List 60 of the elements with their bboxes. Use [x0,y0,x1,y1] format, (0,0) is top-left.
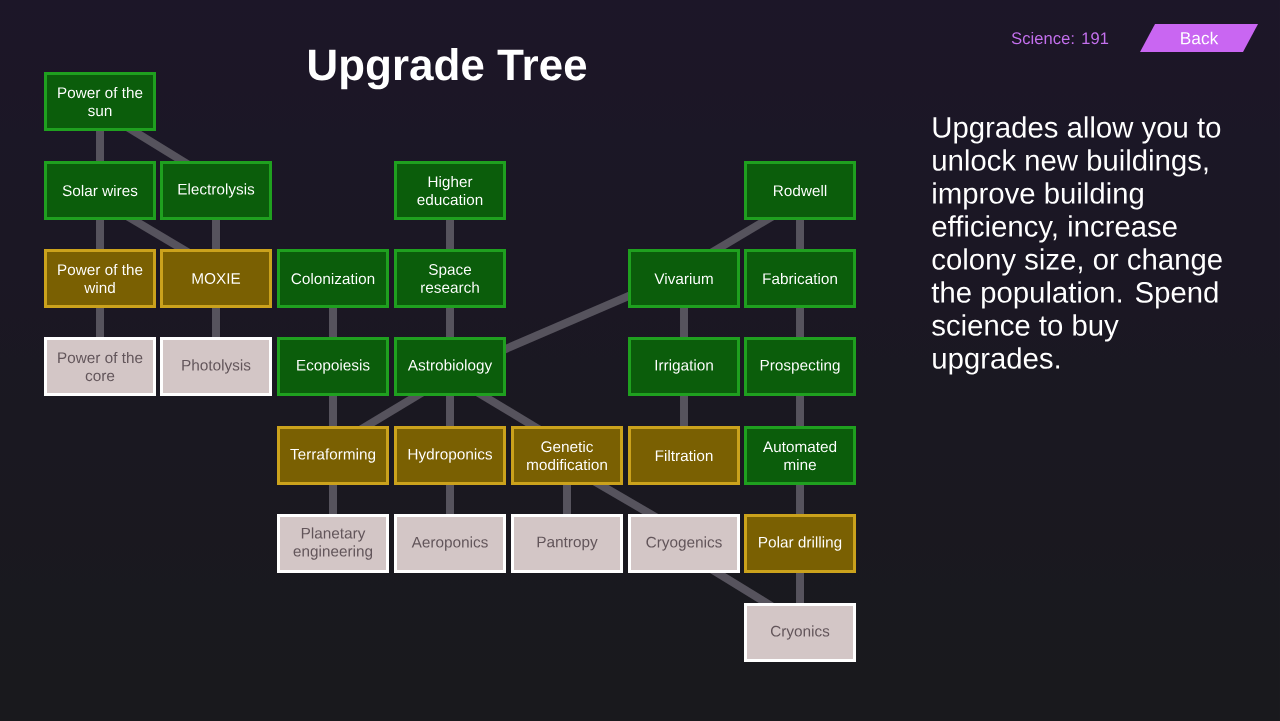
connector-line [124,220,192,249]
connector-line [212,308,220,337]
connector-line [796,396,804,426]
connector-line [680,396,688,426]
connector-line [796,573,804,603]
connector-line [796,485,804,514]
upgrade-box: Aeroponics [394,514,506,573]
upgrade-box: Space research [394,249,506,308]
upgrade-box: Higher education [394,161,506,220]
upgrade-box: Prospecting [744,337,856,396]
connector-line [96,131,104,161]
upgrade-box: Rodwell [744,161,856,220]
upgrade-box: Hydroponics [394,426,506,485]
upgrade-box: Cryonics [744,603,856,662]
connector-line [708,220,776,249]
connector-line [329,308,337,337]
upgrade-box: Pantropy [511,514,623,573]
connector-line [563,485,571,514]
upgrade-box: Power of the core [44,337,156,396]
connector-line [796,308,804,337]
upgrade-box: Power of the wind [44,249,156,308]
upgrade-box: MOXIE [160,249,272,308]
connector-line [796,220,804,249]
upgrade-box: Colonization [277,249,389,308]
upgrade-box: Planetary engineering [277,514,389,573]
connector-line [506,289,628,356]
description-text: Upgrades allow you to unlock new buildings, improve building efficiency, increase colony size, or change the population. Spend science to buy upgrades. [931,116,1222,375]
upgrade-box: Vivarium [628,249,740,308]
connector-line [329,485,337,514]
upgrade-box: Terraforming [277,426,389,485]
science-counter: Science: 191 [1011,31,1109,45]
connector-line [329,396,337,426]
upgrade-box: Cryogenics [628,514,740,573]
connector-line [474,396,543,426]
connector-line [124,131,192,161]
upgrade-box: Ecopoiesis [277,337,389,396]
connector-line [446,220,454,249]
upgrade-box: Filtration [628,426,740,485]
upgrade-box: Fabrication [744,249,856,308]
upgrade-box: Electrolysis [160,161,272,220]
upgrade-box: Astrobiology [394,337,506,396]
upgrade-box: Photolysis [160,337,272,396]
connector-line [96,220,104,249]
connector-line [212,220,220,249]
connector-line [357,396,426,426]
connector-line [96,308,104,337]
upgrade-box: Solar wires [44,161,156,220]
connector-line [446,396,454,426]
connector-line [708,573,776,603]
connector-line [446,308,454,337]
connector-line [591,485,660,514]
connector-line [680,308,688,337]
back-button: Back [1140,24,1258,52]
upgrade-box: Power of the sun [44,72,156,131]
upgrade-box: Irrigation [628,337,740,396]
upgrade-box: Genetic modification [511,426,623,485]
connector-line [446,485,454,514]
upgrade-box: Automated mine [744,426,856,485]
title: Upgrade Tree [309,48,587,90]
upgrade-box: Polar drilling [744,514,856,573]
